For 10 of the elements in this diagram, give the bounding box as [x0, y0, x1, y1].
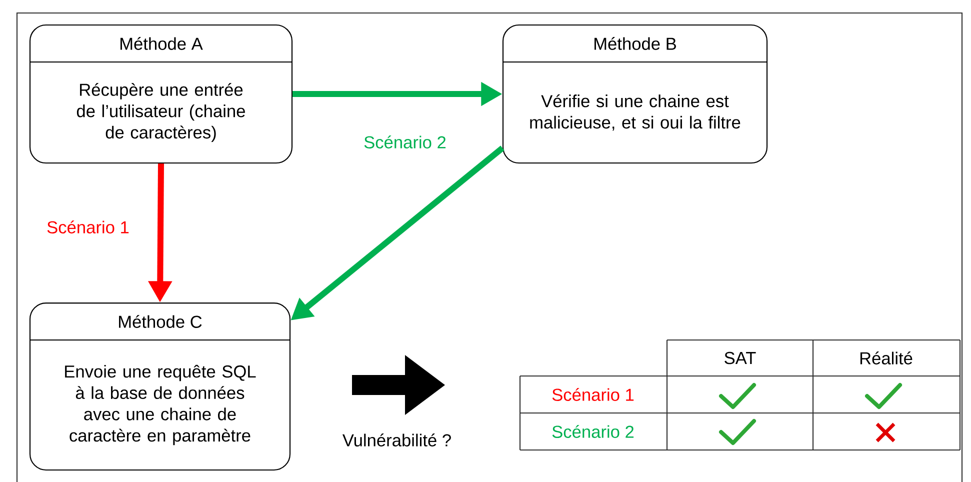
method-box: Méthode C Envoie une requête SQL à la base de données avec une chaine de caractère en paramètre	[29, 302, 291, 470]
edge-label: Scénario 2	[362, 134, 448, 150]
column-header: Réalité	[860, 352, 912, 364]
method-box: Méthode A Récupère une entrée de l’utilisateur (chaine de caractères)	[29, 24, 293, 164]
row-header: Scénario 1	[552, 388, 634, 401]
edge-label: Scénario 1	[45, 219, 131, 235]
column-header: SAT	[724, 352, 756, 364]
method-box: Méthode B Vérifie si une chaine est malicieuse, et si oui la filtre	[502, 24, 768, 164]
note: Vulnérabilité ?	[342, 434, 451, 446]
row-header: Scénario 2	[552, 425, 634, 438]
